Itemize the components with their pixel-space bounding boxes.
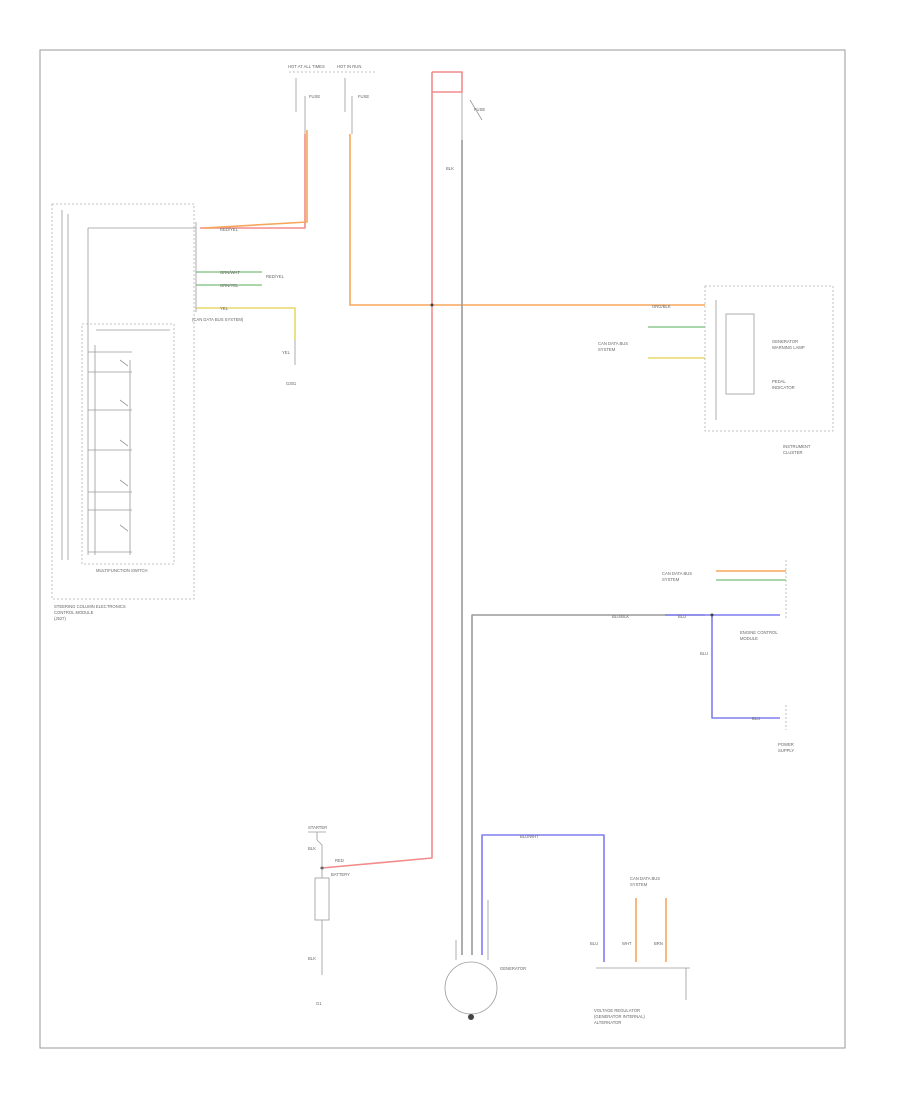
ecm-title-2: MODULE (740, 636, 758, 641)
bcm-yel-label: YEL (220, 306, 229, 311)
fuse-b-label: FUSE (358, 94, 369, 99)
bcm-refer: (CAN DATA BUS SYSTEM) (192, 317, 244, 322)
power-supply: POWER SUPPLY (778, 705, 794, 753)
bcm-connector: (CAN DATA BUS SYSTEM) RED/YEL (192, 222, 285, 322)
inst-title-2: CLUSTER (783, 450, 803, 455)
inst-lamp-4: INDICATOR (772, 385, 795, 390)
instrument-cluster: CAN DATA BUS SYSTEM GENERATOR WARNING LA… (598, 285, 834, 455)
multifunction-switch: MULTIFUNCTION SWITCH STEERING COLUMN ELE… (51, 203, 196, 621)
reg-refer: CAN DATA BUS (630, 876, 660, 881)
reg-refer-2: SYSTEM (630, 882, 648, 887)
junction-node (710, 613, 714, 617)
pcm-title-2: SUPPLY (778, 748, 794, 753)
fuse-box-right: FUSE BLK (446, 92, 485, 171)
pcm-title: POWER (778, 742, 794, 747)
blk-label: BLK (308, 846, 316, 851)
wire-red-bcm (200, 134, 306, 229)
gen-title: GENERATOR (500, 966, 526, 971)
inst-refer: CAN DATA BUS (598, 341, 628, 346)
inst-refer-2: SYSTEM (598, 347, 616, 352)
bcm-gw2-label: GRN/YEL (220, 283, 239, 288)
gen-bot-title: VOLTAGE REGULATOR (594, 1008, 640, 1013)
engine-control-module: CAN DATA BUS SYSTEM ENGINE CONTROL MODUL… (662, 560, 787, 641)
wire-blue-generator (481, 834, 605, 962)
wire-yellow-ground (196, 307, 296, 340)
gen-brn-label: BRN (654, 941, 663, 946)
fuse-c-label: FUSE (474, 107, 485, 112)
ground-wire-label: YEL (282, 350, 291, 355)
voltage-regulator: CAN DATA BUS SYSTEM BLU WHT BRN VOLTAGE … (590, 876, 690, 1025)
switch-sub-3: (J527) (54, 616, 66, 621)
wire-top-right-label: BLK (446, 166, 454, 171)
blu-label: BLU (700, 651, 708, 656)
battery-label: BATTERY (331, 872, 350, 877)
diagram-frame (39, 49, 846, 1049)
gen-blu-label: BLU (590, 941, 598, 946)
inst-lamp-1: GENERATOR (772, 339, 798, 344)
wire-red-main (321, 71, 463, 869)
fuse-box-left: HOT AT ALL TIMES HOT IN RUN FUSE FUSE (288, 64, 375, 134)
gen-bot-title-3: ALTERNATOR (594, 1020, 621, 1025)
ecm-refer-2: SYSTEM (662, 577, 680, 582)
wire-orange-instrument (349, 134, 705, 306)
gen-wht-label: WHT (622, 941, 632, 946)
battery: STARTER BLK RED BATTERY BLK G1 (308, 825, 350, 1006)
inst-lamp-2: WARNING LAMP (772, 345, 805, 350)
junction-node (430, 303, 434, 307)
ecm-title: ENGINE CONTROL (740, 630, 778, 635)
blu-label-2: BLU (752, 716, 760, 721)
starter-label: STARTER (308, 825, 327, 830)
generator: GENERATOR (444, 900, 526, 1020)
bcm-wire-label: RED/YEL (266, 274, 285, 279)
gen-bot-title-2: (GENERATOR INTERNAL) (594, 1014, 645, 1019)
inst-wire-label: ORG/BLK (652, 304, 671, 309)
inst-lamp-3: PEDAL (772, 379, 786, 384)
switch-sub: STEERING COLUMN ELECTRONICS (54, 604, 126, 609)
wire-red-top-label: RED/YEL (220, 227, 239, 232)
wire-blue-power (711, 615, 780, 719)
wire-gray-ecm (471, 614, 705, 955)
g-label: G1 (316, 1001, 322, 1006)
ground-g301: YEL G301 (282, 340, 297, 386)
blk-label-2: BLK (308, 956, 316, 961)
gen-wire-label: BLU/WHT (520, 834, 539, 839)
starter-wire-label: RED (335, 858, 344, 863)
switch-sub-2: CONTROL MODULE (54, 610, 94, 615)
fuse-a-label: FUSE (309, 94, 320, 99)
wire-orange-bcm (203, 130, 308, 229)
fuse-box-2-label: HOT IN RUN (337, 64, 361, 69)
switch-title: MULTIFUNCTION SWITCH (96, 568, 148, 573)
ecm-blu-label: BLU (678, 614, 686, 619)
inst-title: INSTRUMENT (783, 444, 811, 449)
ecm-refer: CAN DATA BUS (662, 571, 692, 576)
ecm-wire-label: BLU/BLK (612, 614, 629, 619)
fuse-box-1-label: HOT AT ALL TIMES (288, 64, 325, 69)
ground-label: G301 (286, 381, 297, 386)
bcm-gw1-label: GRN/WHT (220, 270, 240, 275)
